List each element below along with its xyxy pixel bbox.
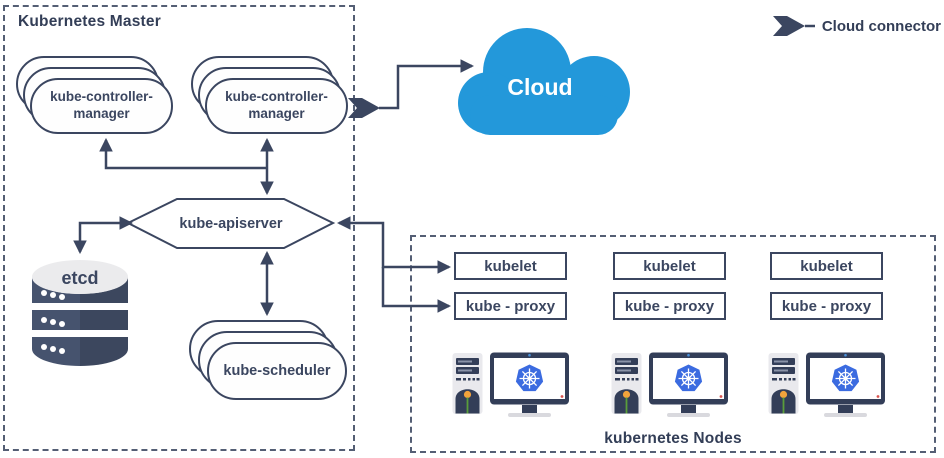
node-computer-icon-2 <box>611 352 729 418</box>
etcd-label: etcd <box>61 268 98 288</box>
node-computer-icon-3 <box>768 352 886 418</box>
hexagon-shape <box>126 198 336 249</box>
etcd-gap <box>32 330 128 337</box>
stack-front-pill: kube-scheduler <box>207 342 347 400</box>
kubernetes-master-title: Kubernetes Master <box>18 13 161 30</box>
controller-manager-stack-2: kube-controller- manager <box>191 56 351 136</box>
node-computer-icon-1 <box>452 352 570 418</box>
stack-front-pill: kube-controller- manager <box>30 78 173 134</box>
etcd-top <box>32 260 128 294</box>
etcd-cylinder <box>32 277 128 366</box>
controller-manager-label: kube-controller- manager <box>225 89 328 121</box>
controller-manager-stack-1: kube-controller- manager <box>16 56 176 136</box>
cloud-connector-icon <box>772 16 815 36</box>
kubelet-box-1: kubelet <box>454 252 567 280</box>
etcd-database-icon: etcd <box>32 260 128 366</box>
kube-apiserver-label: kube-apiserver <box>179 216 283 232</box>
kube-proxy-box-2: kube - proxy <box>613 292 726 320</box>
etcd-led-dots <box>41 290 65 354</box>
legend-label: Cloud connector <box>821 17 941 35</box>
controller-manager-label: kube-controller- manager <box>50 89 153 121</box>
cloud-shape: Cloud <box>458 28 630 135</box>
legend-cloud-connector: Cloud connector <box>772 15 941 37</box>
etcd-gap <box>32 303 128 310</box>
kubelet-box-2: kubelet <box>613 252 726 280</box>
kubelet-box-3: kubelet <box>770 252 883 280</box>
kube-scheduler-stack: kube-scheduler <box>189 320 349 402</box>
cloud-body <box>458 28 630 135</box>
cloud-label: Cloud <box>507 74 572 100</box>
kube-scheduler-label: kube-scheduler <box>223 362 331 379</box>
kubernetes-nodes-title: kubernetes Nodes <box>604 430 742 447</box>
stack-front-pill: kube-controller- manager <box>205 78 348 134</box>
kube-apiserver-hexagon: kube-apiserver <box>126 198 336 249</box>
kube-proxy-box-1: kube - proxy <box>454 292 567 320</box>
kubernetes-nodes-box <box>410 235 936 453</box>
kube-proxy-box-3: kube - proxy <box>770 292 883 320</box>
